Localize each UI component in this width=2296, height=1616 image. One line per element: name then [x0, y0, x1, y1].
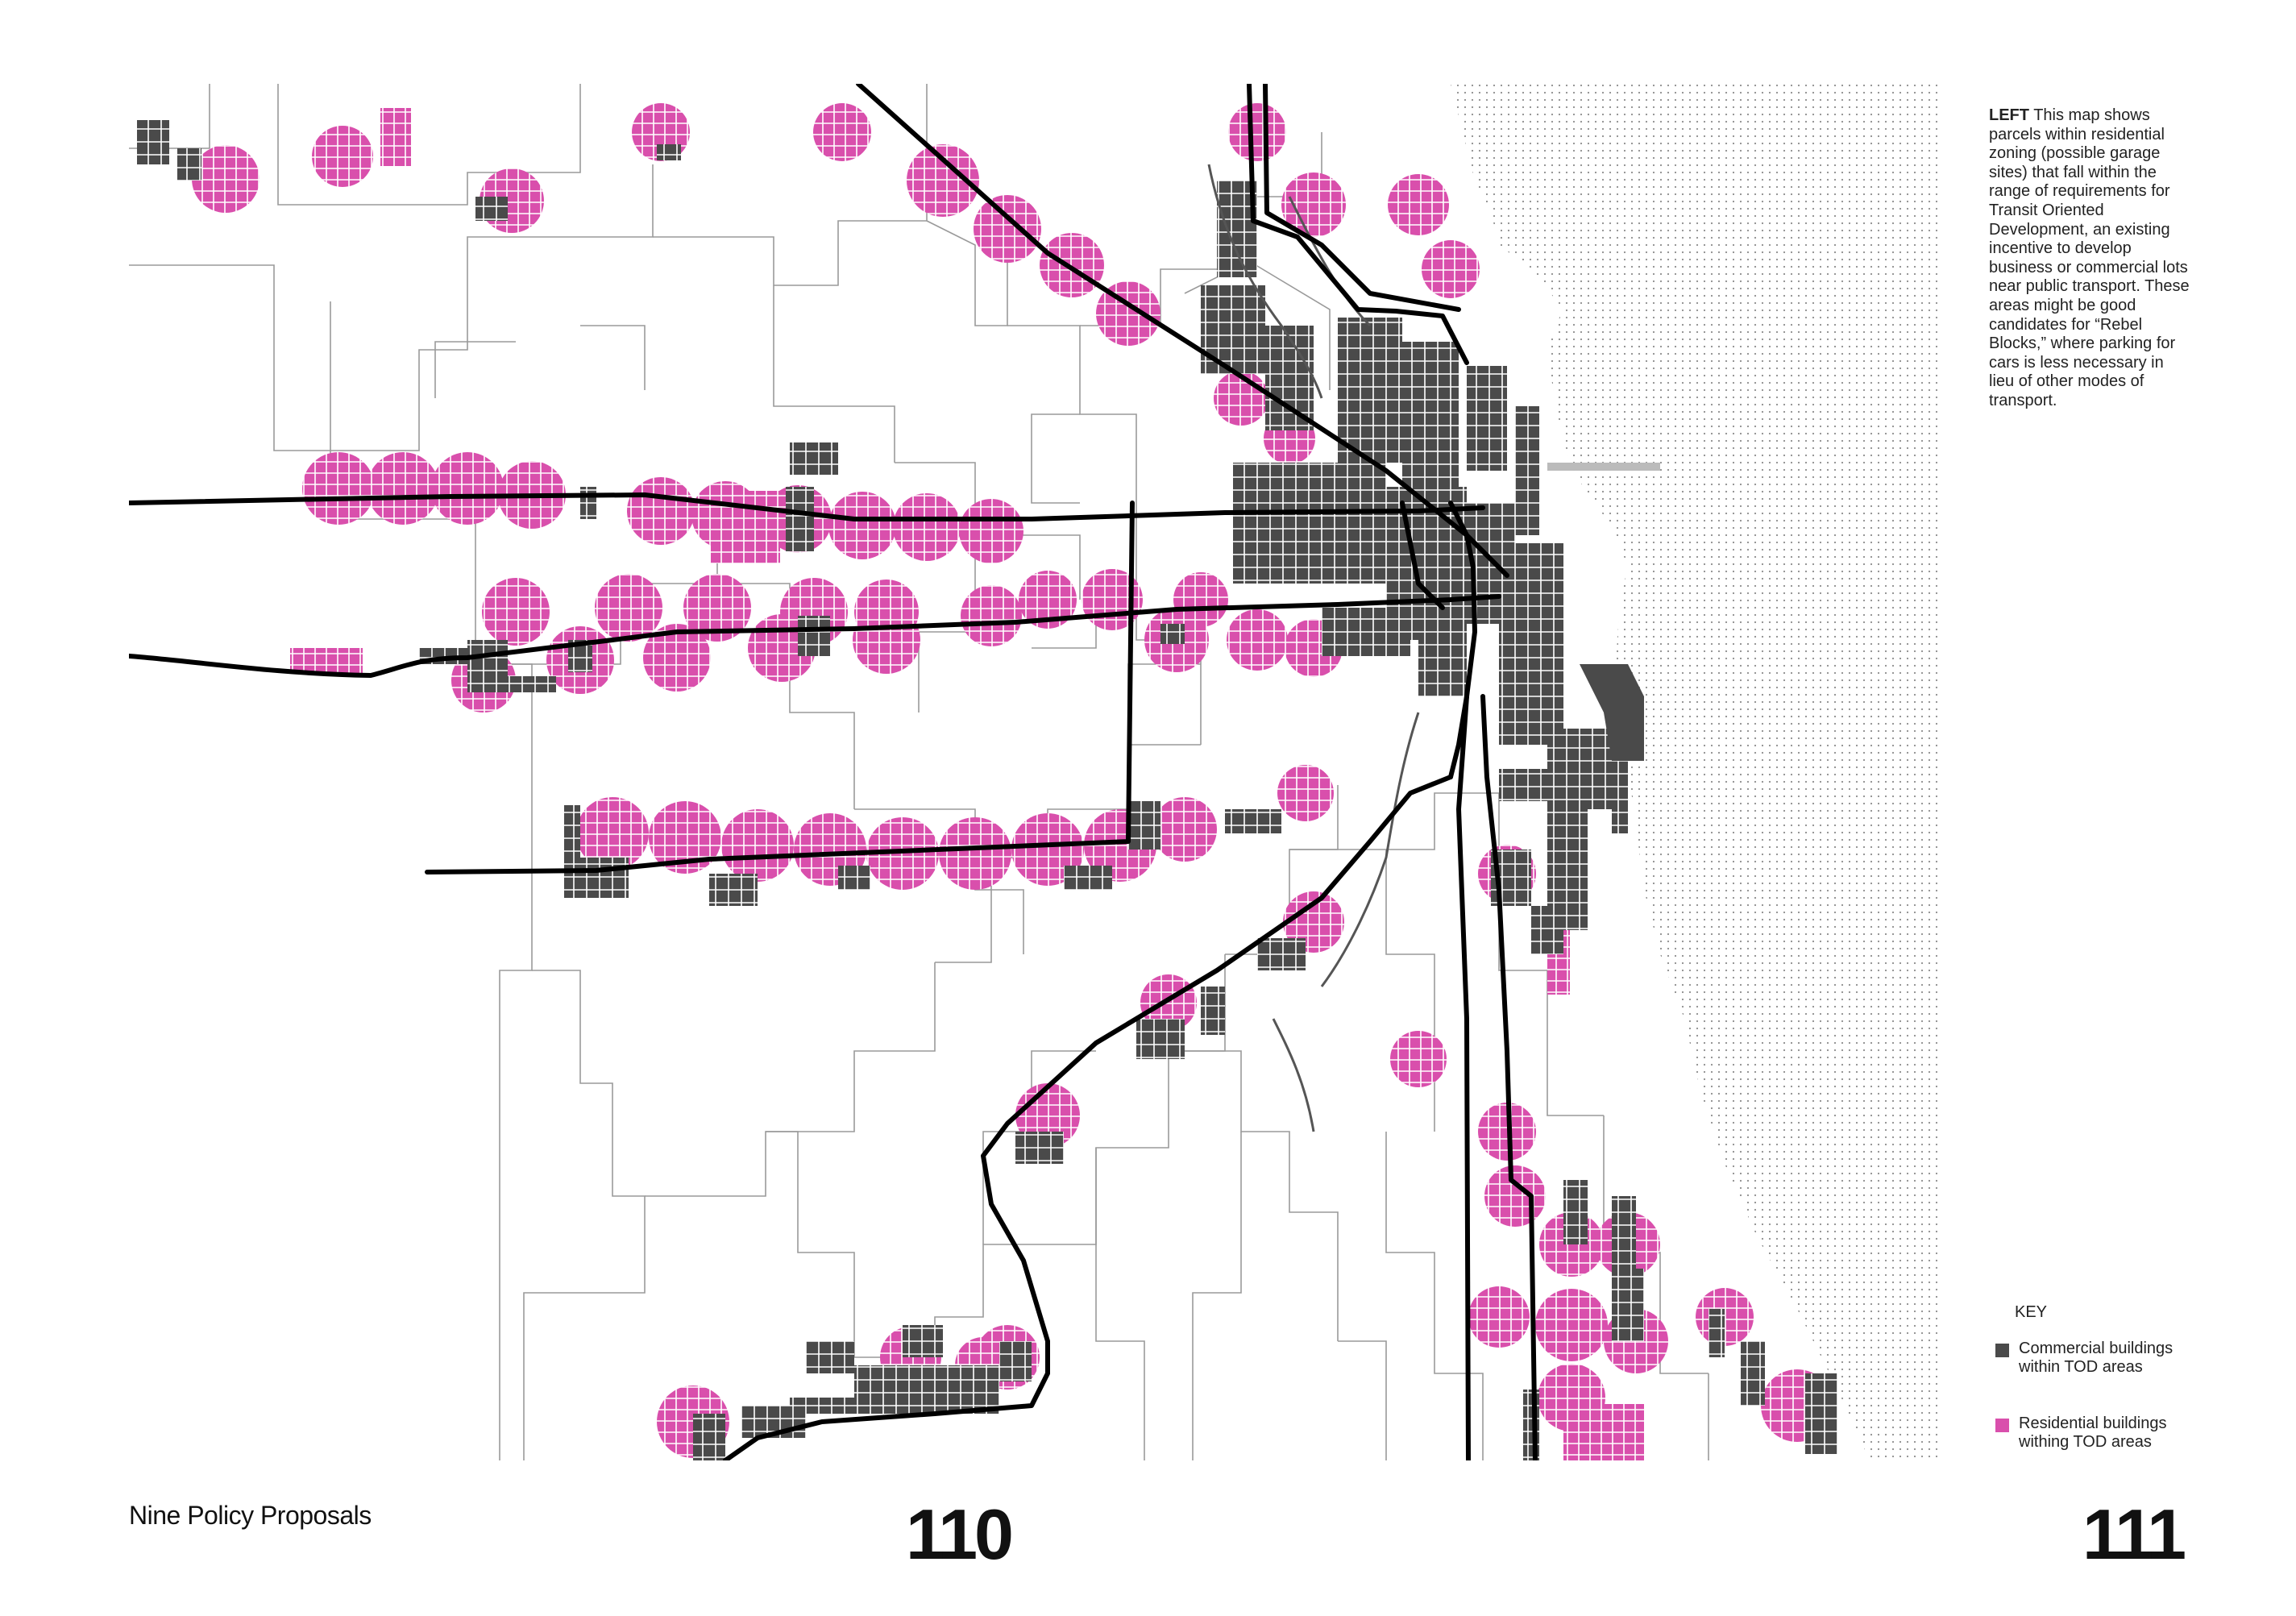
- loop-west: [1400, 501, 1445, 610]
- tod-map: [129, 84, 1942, 1460]
- key-item-residential: Residential buildings withing TOD areas: [1995, 1415, 2205, 1452]
- red-line-north: [1247, 84, 1469, 365]
- blue-line-northwest: [856, 84, 1509, 578]
- community-boundaries: [129, 84, 1709, 1460]
- red-line-south: [1456, 694, 1471, 1460]
- loop-east: [1448, 501, 1477, 779]
- section-title: Nine Policy Proposals: [129, 1501, 372, 1530]
- river: [1207, 164, 1420, 1132]
- caption-text: This map shows parcels within residentia…: [1989, 106, 2190, 409]
- commercial-tod-areas: [137, 120, 1837, 1460]
- residential-swatch: [1995, 1419, 2009, 1432]
- lake-michigan: [1451, 84, 1942, 1460]
- orange-line: [723, 775, 1453, 1460]
- commercial-swatch: [1995, 1344, 2009, 1357]
- pink-line: [425, 501, 1135, 874]
- green-line-west: [129, 492, 1485, 521]
- key-label-commercial: Commercial buildings within TOD areas: [2019, 1340, 2174, 1376]
- key-item-commercial: Commercial buildings within TOD areas: [1995, 1340, 2205, 1377]
- navy-pier: [1547, 463, 1660, 471]
- caption-lead: LEFT: [1989, 106, 2029, 124]
- transit-lines: [129, 84, 1538, 1460]
- blue-line-west: [129, 594, 1501, 678]
- page-number-right: 111: [2082, 1494, 2186, 1574]
- page-number-left: 110: [906, 1494, 1014, 1574]
- green-line-south: [1480, 694, 1538, 1460]
- brown-line: [1263, 84, 1461, 312]
- map-caption: LEFT This map shows parcels within resid…: [1989, 106, 2190, 411]
- key-label-residential: Residential buildings withing TOD areas: [2019, 1415, 2167, 1451]
- harbor: [1580, 664, 1644, 761]
- key-title: KEY: [2015, 1303, 2048, 1321]
